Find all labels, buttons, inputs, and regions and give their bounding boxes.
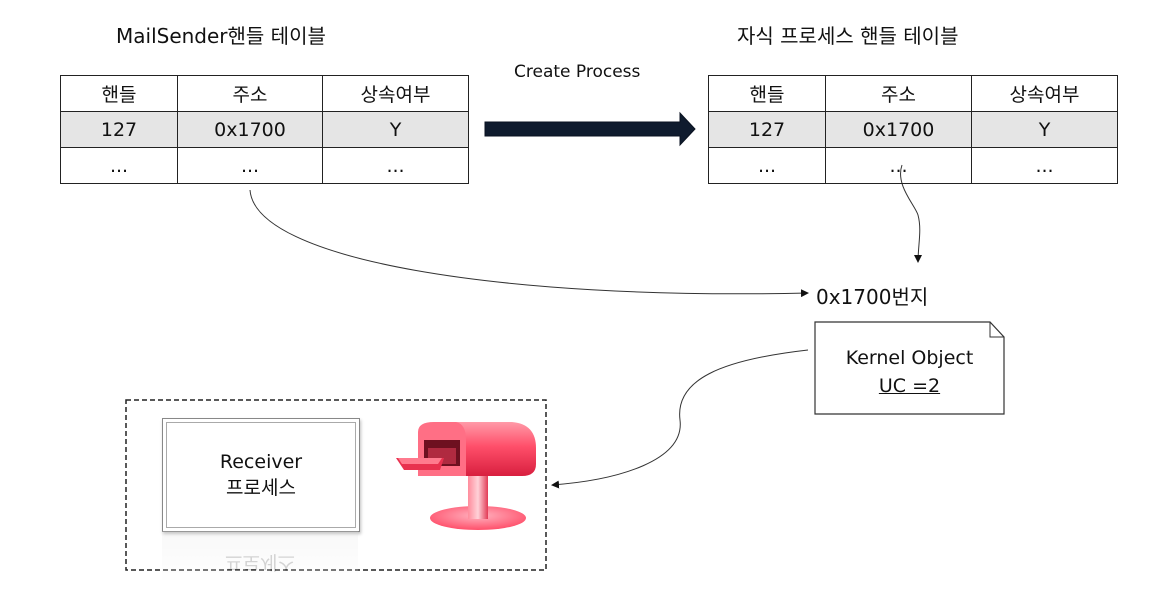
column-header-handle: 핸들: [60, 75, 178, 112]
left-to-address-curve: [249, 189, 809, 298]
create-process-arrow: [484, 111, 696, 147]
table-cell: Y: [322, 111, 469, 148]
kernel-object-text: Kernel Object UC =2: [815, 344, 1004, 400]
column-header-inherit: 상속여부: [971, 75, 1118, 112]
right-handle-table: 핸들 주소 상속여부 127 0x1700 Y ... ... ...: [708, 75, 1118, 184]
column-header-address: 주소: [177, 75, 323, 112]
receiver-label: Receiver: [219, 450, 303, 473]
right-table-title: 자식 프로세스 핸들 테이블: [737, 24, 959, 48]
table-cell: 0x1700: [177, 111, 323, 148]
kernel-object-title: Kernel Object: [845, 347, 974, 369]
column-header-address: 주소: [825, 75, 972, 112]
reflection-text: 프로세스: [225, 551, 295, 573]
table-cell: ...: [825, 147, 972, 184]
column-header-handle: 핸들: [708, 75, 826, 112]
table-row: 127 0x1700 Y: [60, 111, 469, 148]
kernel-object-shape: [814, 321, 1005, 415]
table-cell: 127: [708, 111, 826, 148]
table-cell: ...: [177, 147, 323, 184]
usage-count: UC =2: [878, 375, 941, 397]
table-cell: 0x1700: [825, 111, 972, 148]
mailbox-icon: [396, 422, 536, 530]
table-cell: 127: [60, 111, 178, 148]
table-row: ... ... ...: [60, 147, 469, 184]
table-cell: ...: [60, 147, 178, 184]
left-handle-table: 핸들 주소 상속여부 127 0x1700 Y ... ... ...: [60, 75, 469, 184]
kernel-to-receiver-curve: [551, 349, 809, 489]
table-header-row: 핸들 주소 상속여부: [708, 75, 1118, 112]
address-label: 0x1700번지: [816, 285, 929, 309]
column-header-inherit: 상속여부: [322, 75, 469, 112]
create-process-label: Create Process: [514, 62, 641, 82]
table-row: 127 0x1700 Y: [708, 111, 1118, 148]
receiver-process-box: Receiver 프로세스: [162, 418, 360, 532]
table-cell: ...: [971, 147, 1118, 184]
receiver-reflection: 프로세스: [162, 531, 358, 581]
receiver-process-label: 프로세스: [226, 476, 296, 499]
left-table-title: MailSender핸들 테이블: [116, 24, 326, 48]
receiver-container: [125, 399, 547, 571]
table-row: ... ... ...: [708, 147, 1118, 184]
table-cell: Y: [971, 111, 1118, 148]
table-header-row: 핸들 주소 상속여부: [60, 75, 469, 112]
table-cell: ...: [708, 147, 826, 184]
table-cell: ...: [322, 147, 469, 184]
